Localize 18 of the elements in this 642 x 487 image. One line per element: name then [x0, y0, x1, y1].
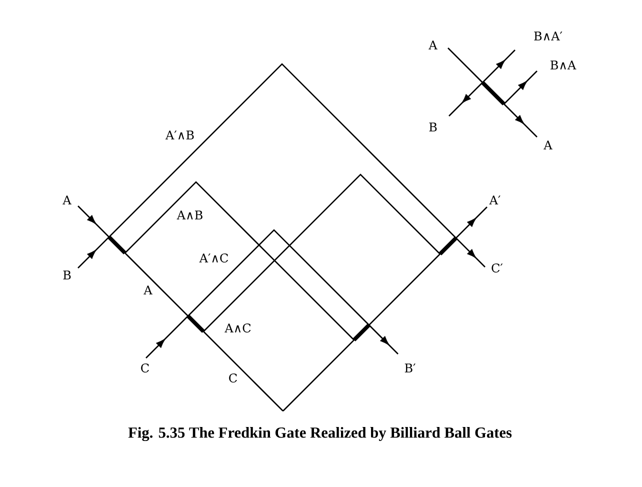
figure-caption: Fig. 5.35 The Fredkin Gate Realized by Billiard Ball Gates	[128, 427, 512, 442]
path-label: B	[429, 122, 437, 132]
path-label: B′	[404, 364, 416, 372]
path-label: A′∧B	[165, 130, 194, 140]
path-label: A	[144, 286, 152, 294]
path-label: C′	[492, 263, 503, 273]
path-label: A∧B	[176, 210, 202, 220]
path-label: A	[62, 196, 72, 204]
path-label: B∧A′	[534, 32, 562, 40]
path-label: A′	[489, 196, 500, 204]
path-label: B∧A	[550, 60, 576, 70]
path-label: C	[141, 363, 149, 373]
path-label: A	[428, 40, 438, 50]
path-label: A∧C	[224, 323, 251, 333]
path-label: A′∧C	[199, 253, 228, 263]
path-label: C	[229, 373, 237, 383]
path-label: B	[63, 270, 71, 280]
path-label: A	[544, 140, 552, 150]
